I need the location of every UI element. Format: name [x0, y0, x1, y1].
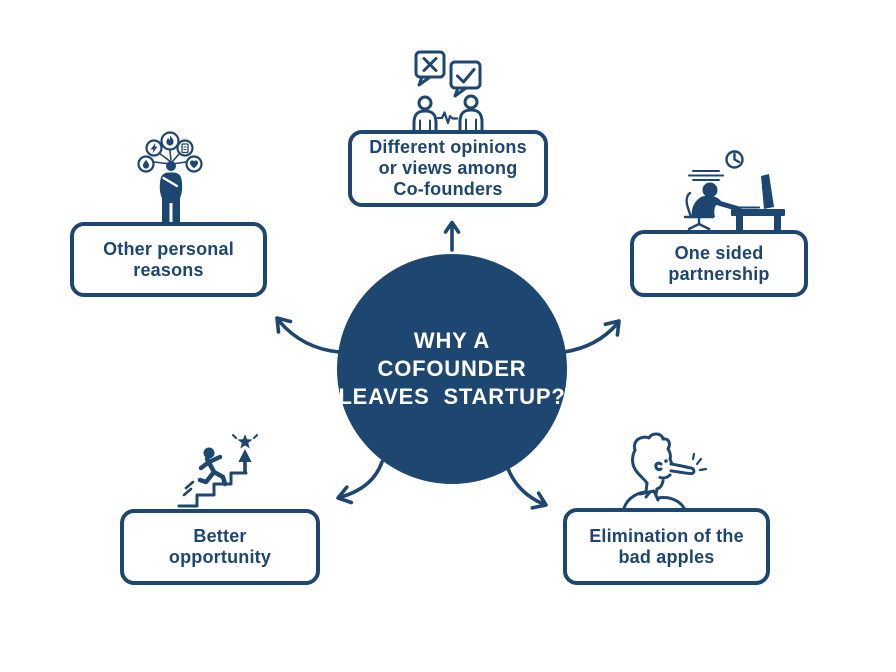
center-circle: WHY A COFOUNDER LEAVES STARTUP? — [337, 254, 567, 484]
climbing-stairs-to-star-icon — [176, 432, 260, 509]
reason-label-other-personal-reasons: Other personal reasons — [103, 238, 234, 280]
arrow-to-bottom-right — [505, 464, 548, 510]
reason-box-different-opinions: Different opinions or views among Co-fou… — [348, 130, 548, 207]
overworked-at-desk-icon — [673, 146, 793, 230]
reason-box-better-opportunity: Better opportunity — [120, 509, 320, 585]
reason-label-different-opinions: Different opinions or views among Co-fou… — [369, 137, 527, 199]
arrow-to-left — [275, 316, 341, 354]
reason-label-elimination-bad-apples: Elimination of the bad apples — [589, 525, 744, 567]
reason-label-one-sided-partnership: One sided partnership — [668, 242, 770, 284]
reason-box-elimination-bad-apples: Elimination of the bad apples — [563, 508, 770, 585]
center-title: WHY A COFOUNDER LEAVES STARTUP? — [338, 328, 566, 409]
arrow-to-top — [443, 220, 461, 252]
reason-box-one-sided-partnership: One sided partnership — [630, 230, 808, 297]
arrow-to-bottom-left — [336, 460, 384, 505]
reason-label-better-opportunity: Better opportunity — [168, 526, 272, 567]
arrow-to-right — [562, 319, 621, 354]
long-nose-liar-icon — [618, 428, 708, 508]
reason-box-other-personal-reasons: Other personal reasons — [70, 222, 267, 297]
disagreement-speech-bubbles-icon — [408, 50, 498, 130]
thinking-person-icon — [128, 130, 218, 222]
